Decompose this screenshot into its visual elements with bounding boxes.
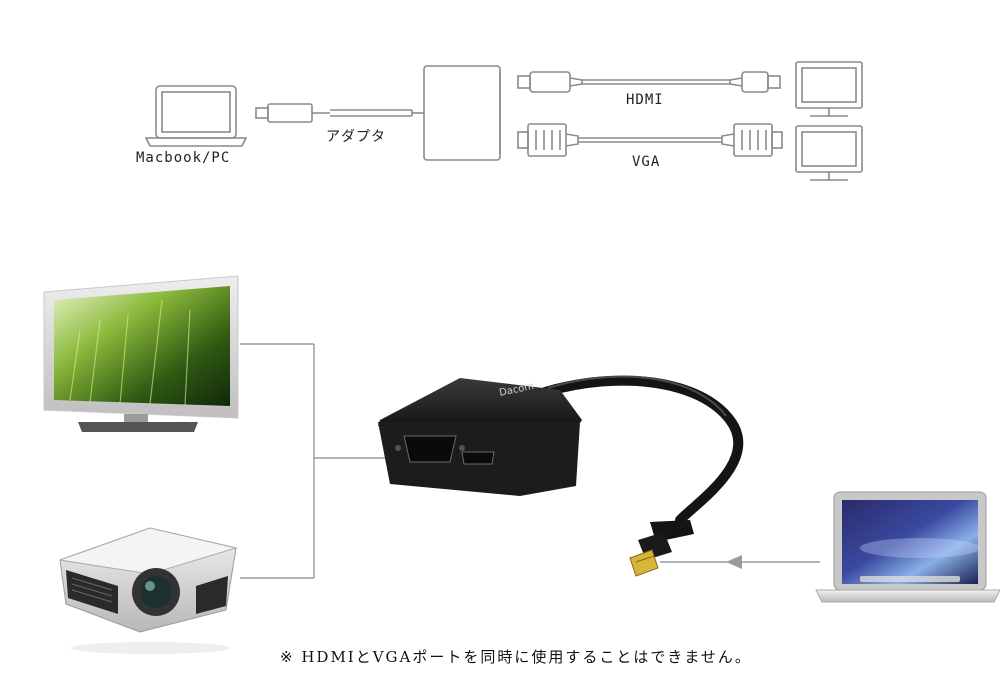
adapter-label: アダプタ: [326, 129, 386, 145]
hdmi-output-label: HDMI: [626, 92, 664, 108]
usage-warning-note: ※ HDMIとVGAポートを同時に使用することはできません。: [280, 648, 752, 666]
adapter-box-icon: [423, 65, 501, 161]
mini-displayport-plug-icon: [255, 103, 330, 123]
flat-tv-image: [43, 275, 239, 432]
macbook-laptop-image: [815, 491, 1000, 603]
source-device-label: Macbook/PC: [136, 150, 231, 166]
monitor-icon-vga: [795, 125, 863, 181]
monitor-icon-hdmi: [795, 61, 863, 117]
mini-displayport-plug-image: [629, 520, 694, 577]
arrow-from-laptop-icon: [726, 555, 742, 569]
adapter-product-image: [378, 375, 743, 525]
vga-output-label: VGA: [632, 154, 661, 170]
laptop-outline-icon: [144, 85, 248, 147]
vga-cable-icon: [517, 123, 783, 157]
projector-image: [59, 527, 238, 654]
cable-to-adapter: [330, 109, 424, 117]
hdmi-cable-icon: [517, 71, 781, 93]
top-line-diagram: [144, 61, 863, 181]
